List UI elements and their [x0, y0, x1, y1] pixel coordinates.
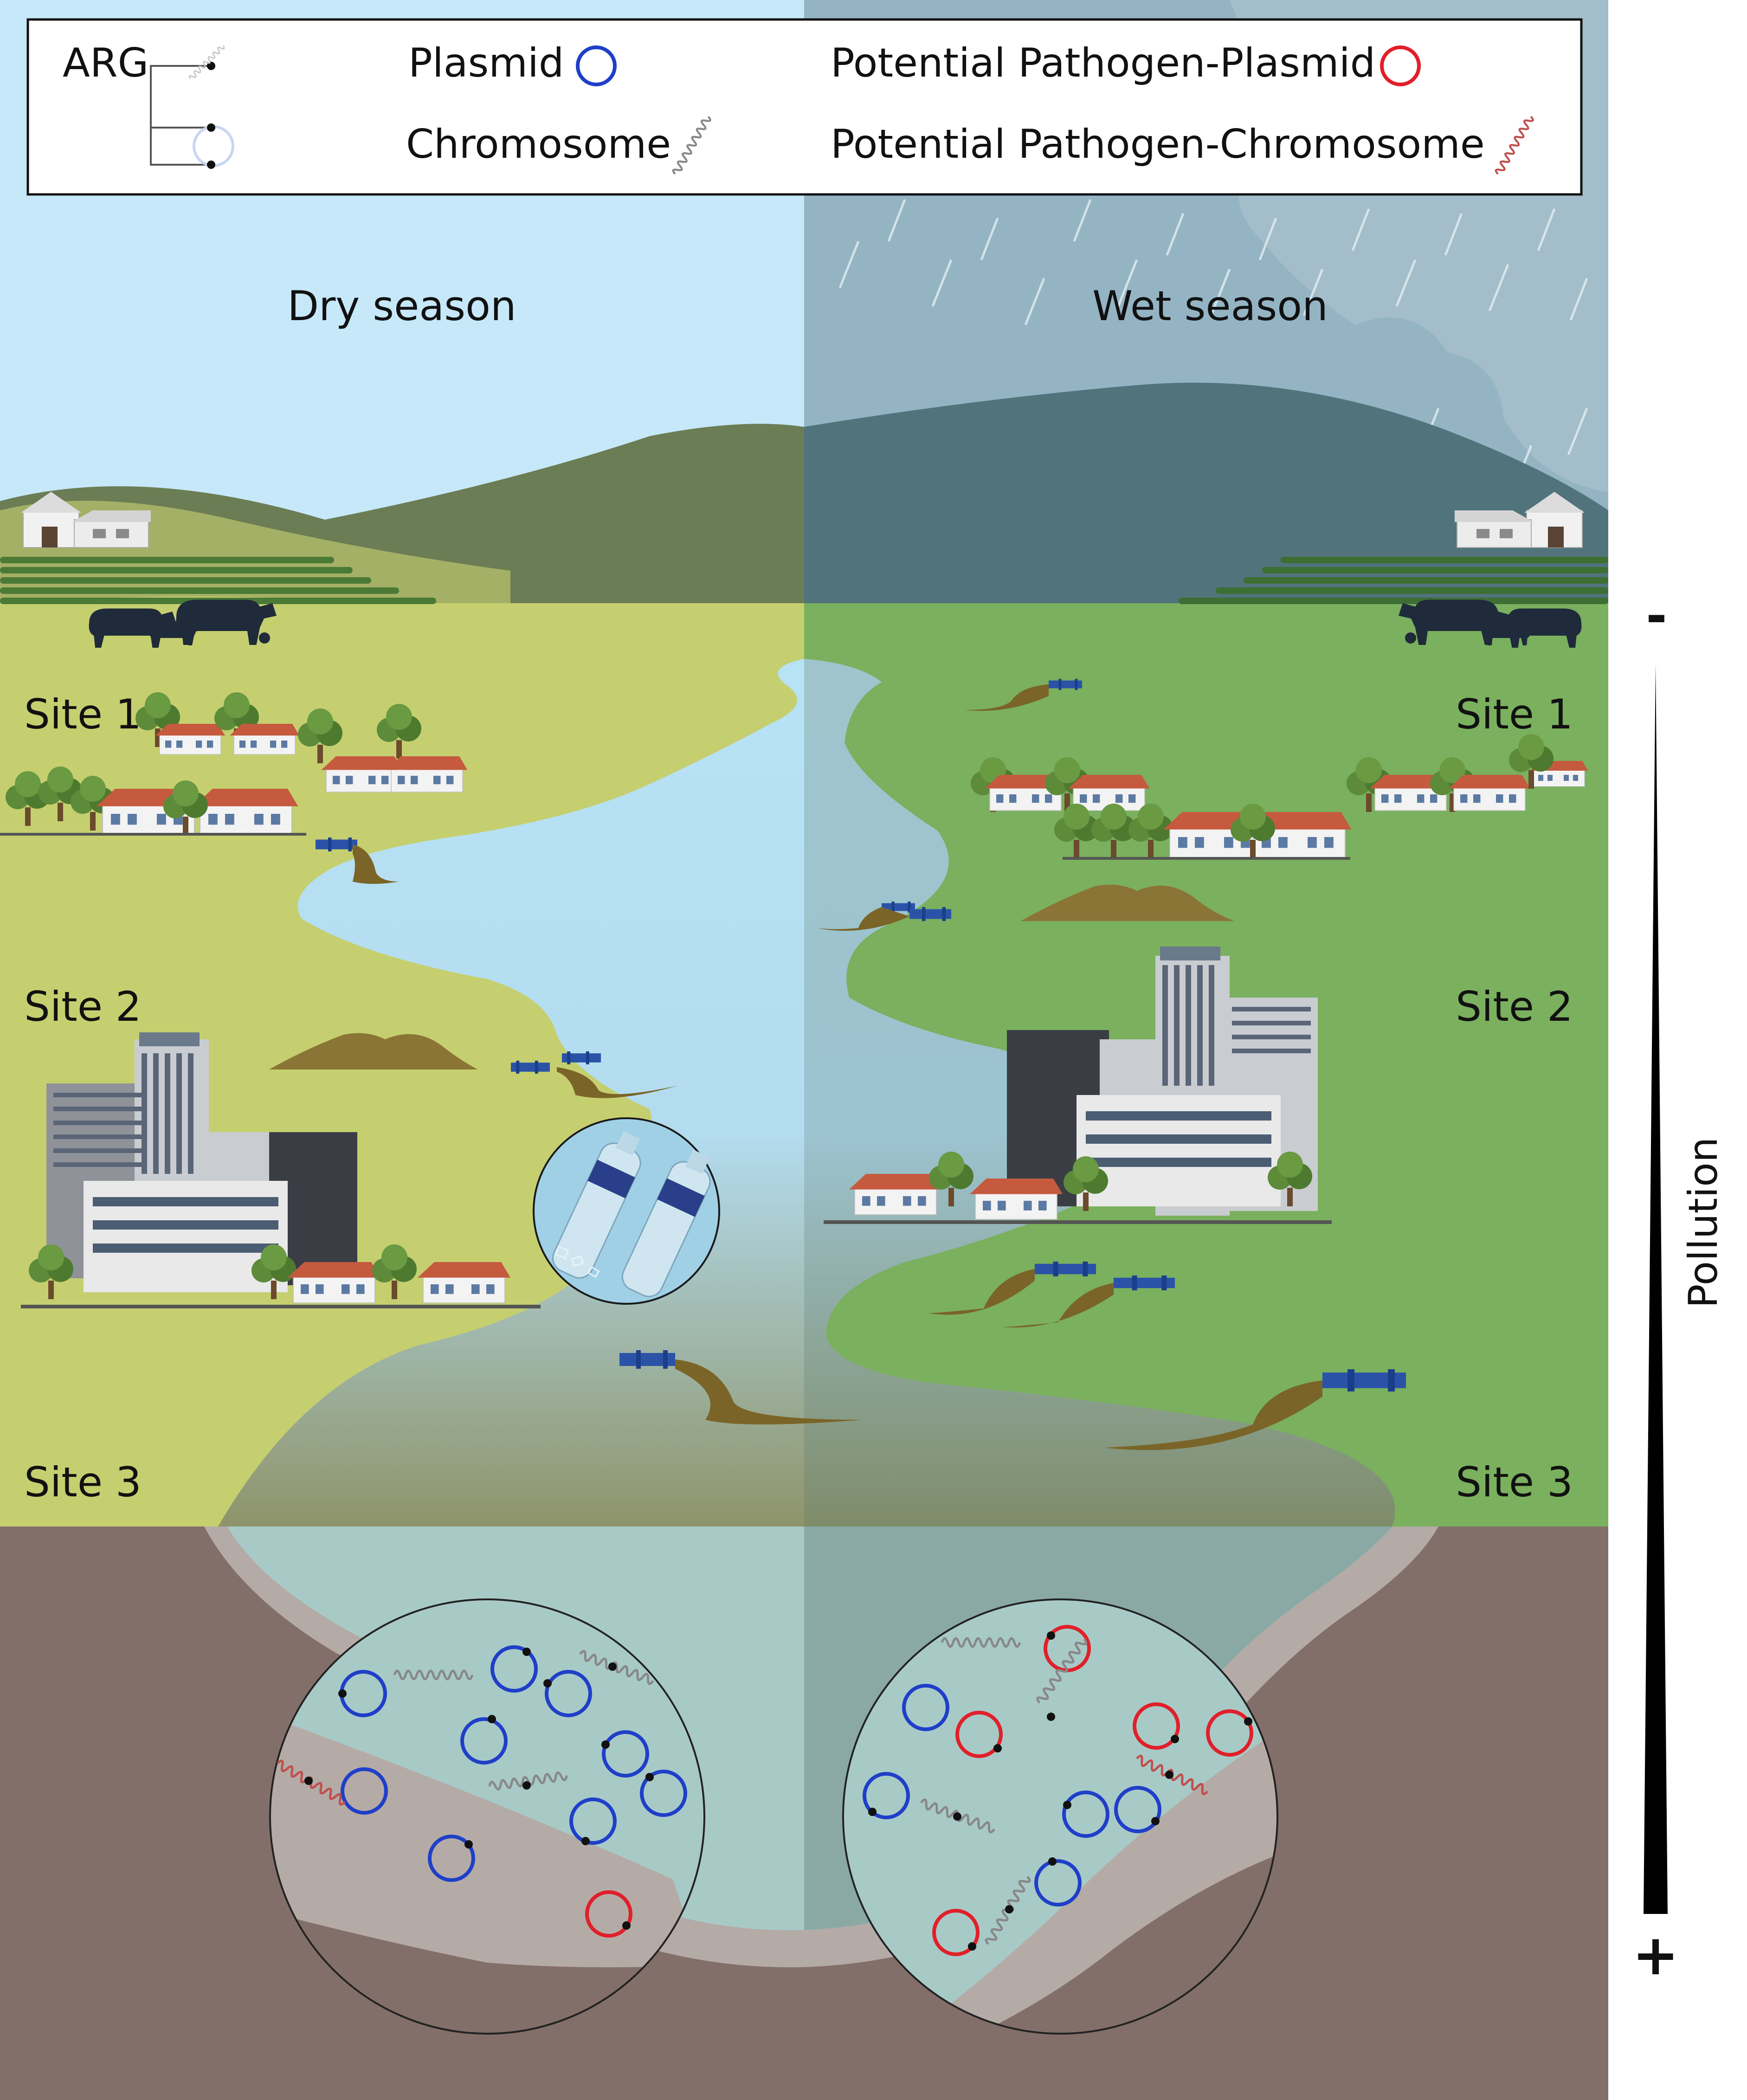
plasmid-ring	[640, 1770, 687, 1817]
legend-pp-plasmid-label: Potential Pathogen-Plasmid	[831, 40, 1375, 86]
pathogen-plasmid-ring	[955, 1711, 1003, 1758]
site1-dry-settlement	[0, 692, 468, 836]
site-label-wet-3: Site 3	[1456, 1458, 1573, 1506]
pipe-icon	[619, 1350, 863, 1424]
legend-chromosome-label: Chromosome	[406, 121, 671, 167]
pipe-icon	[965, 679, 1082, 711]
plasmid-ring	[545, 1670, 592, 1717]
plasmid-ring	[902, 1684, 949, 1731]
site-label-wet-2: Site 2	[1456, 983, 1573, 1031]
legend-pp-chromosome-label: Potential Pathogen-Chromosome	[831, 121, 1485, 167]
legend: ARG Plasmid Chromosome Potential Pathoge…	[26, 18, 1583, 196]
pipe-icon	[316, 837, 399, 884]
plastic-bottle-icon	[533, 1117, 720, 1305]
pollution-label: Pollution	[1680, 1137, 1727, 1308]
season-label-dry: Dry season	[287, 282, 516, 330]
plasmid-ring	[1114, 1786, 1161, 1833]
plasmid-ring	[490, 1645, 538, 1693]
pathogen-plasmid-ring	[585, 1890, 632, 1938]
plasmid-ring	[863, 1772, 910, 1819]
site1-wet-settlement	[971, 734, 1588, 860]
office-building-icon	[1007, 947, 1318, 1216]
pathogen-plasmid-ring	[1133, 1702, 1180, 1750]
pipe-icon	[511, 1051, 677, 1098]
pollution-high-symbol: +	[1632, 1923, 1679, 1988]
pathogen-plasmid-ring	[932, 1909, 980, 1956]
crop-rows-wet	[1179, 557, 1608, 604]
plasmid-ring	[569, 1797, 617, 1845]
office-building-icon	[46, 1032, 357, 1292]
pipe-icon	[928, 1262, 1175, 1328]
plasmid-ring	[1034, 1859, 1082, 1907]
pollution-low-symbol: -	[1646, 586, 1667, 645]
legend-plasmid-label: Plasmid	[408, 40, 564, 86]
site-label-dry-2: Site 2	[24, 983, 142, 1031]
pipe-icon	[1104, 1369, 1406, 1450]
pollution-wedge	[1644, 663, 1668, 1914]
dry-inset-elements	[276, 1645, 687, 1938]
pathogen-plasmid-icon	[1380, 45, 1421, 86]
site2-dry-houses	[21, 1244, 541, 1308]
plasmid-ring	[602, 1730, 649, 1778]
dirt-mound-dry	[269, 1033, 478, 1069]
farm-barn-icon	[21, 492, 151, 548]
site-label-wet-1: Site 1	[1456, 690, 1573, 738]
site-label-dry-1: Site 1	[24, 690, 142, 738]
season-label-wet: Wet season	[1092, 282, 1328, 330]
plasmid-ring	[1062, 1791, 1109, 1838]
arg-bracket-icon	[150, 65, 211, 166]
plasmid-ring	[428, 1835, 475, 1882]
site2-wet-houses	[824, 1152, 1332, 1224]
site-label-dry-3: Site 3	[24, 1458, 142, 1506]
farm-barn-icon	[1455, 492, 1585, 548]
plasmid-icon	[576, 45, 617, 86]
dirt-mound-wet	[1021, 884, 1234, 921]
wet-inset-elements	[863, 1625, 1253, 1956]
plasmid-ring	[460, 1717, 508, 1765]
river-wet-tint	[804, 659, 1395, 1527]
legend-frame	[26, 18, 1583, 196]
pollution-scale: - Pollution +	[1632, 586, 1727, 1988]
plasmid-ring	[341, 1767, 388, 1815]
legend-arg-label: ARG	[63, 40, 148, 86]
livestock-dry	[89, 599, 277, 648]
pipe-icon	[817, 902, 951, 931]
livestock-wet	[1399, 599, 1582, 648]
dry-meadow-edge	[0, 596, 804, 650]
pathogen-plasmid-ring	[1206, 1709, 1253, 1757]
